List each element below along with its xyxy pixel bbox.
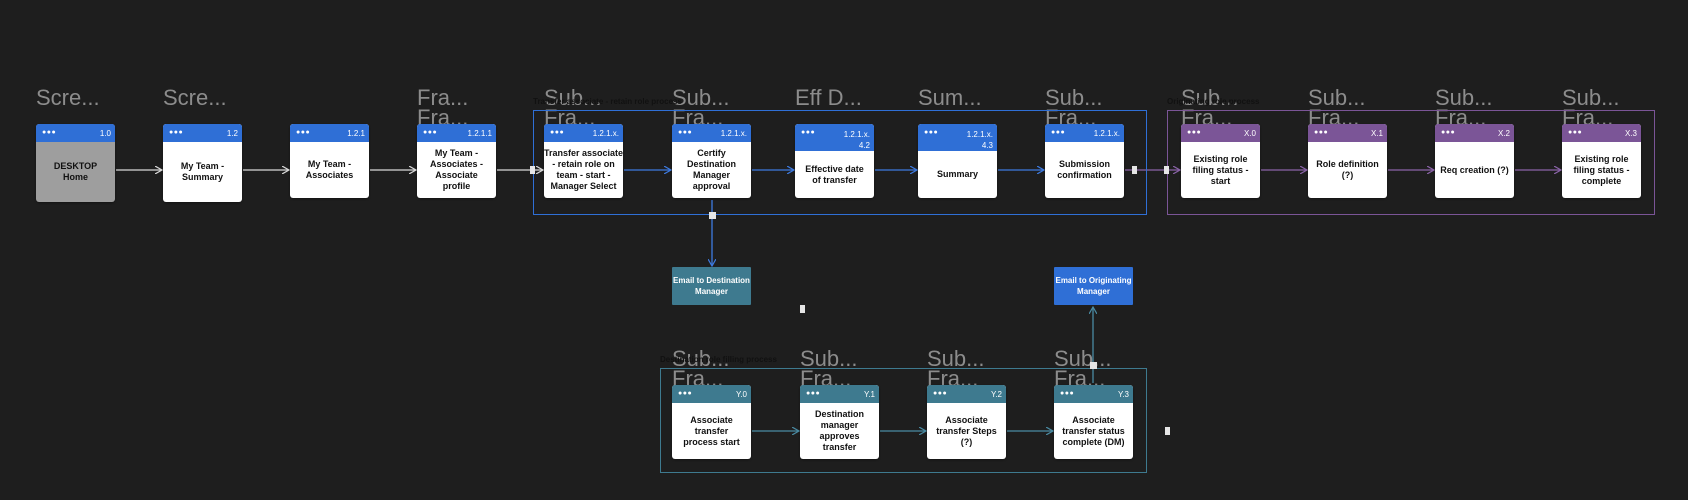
group-title-transfer: Transfer associate - retain role process: [533, 97, 682, 106]
screen-label: Associate transfer process start: [683, 414, 740, 447]
connector-handle[interactable]: [1132, 166, 1137, 174]
window-dots-icon: ●●●: [550, 129, 565, 136]
screen-number: Y.2: [991, 389, 1002, 399]
screen-label: Existing role filing status - complete: [1573, 153, 1630, 186]
screen-card-my-team-summary[interactable]: ●●● 1.2 My Team - Summary: [163, 124, 242, 202]
screen-card-existing-role-complete[interactable]: ●●● X.3 Existing role filing status - com…: [1562, 124, 1641, 198]
screen-number: 1.2.1.x.: [1093, 128, 1120, 138]
screen-card-submission-confirmation[interactable]: ●●● 1.2.1.x. Submission confirmation: [1045, 124, 1124, 198]
connector-handle[interactable]: [530, 166, 535, 174]
screen-label: Effective date of transfer: [805, 163, 864, 185]
frame-label: Scre...: [163, 85, 227, 110]
screen-number: 1.2: [226, 128, 238, 138]
frame-label: Eff D...: [795, 85, 862, 110]
screen-card-existing-role-start[interactable]: ●●● X.0 Existing role filing status - sta…: [1181, 124, 1260, 198]
email-destination-manager-node[interactable]: Email to Destination Manager: [672, 267, 751, 305]
screen-label: Existing role filing status - start: [1192, 153, 1249, 186]
screen-number: X.0: [1243, 128, 1256, 138]
screen-label: Associate transfer status complete (DM): [1062, 414, 1125, 447]
screen-card-transfer-start[interactable]: ●●● 1.2.1.x. Transfer associate - retain …: [544, 124, 623, 198]
screen-card-associate-profile[interactable]: ●●● 1.2.1.1 My Team - Associates - Associ…: [417, 124, 496, 198]
window-dots-icon: ●●●: [1568, 129, 1583, 136]
screen-number: X.1: [1370, 128, 1383, 138]
window-dots-icon: ●●●: [678, 129, 693, 136]
window-dots-icon: ●●●: [1060, 390, 1075, 397]
screen-card-role-definition[interactable]: ●●● X.1 Role definition (?): [1308, 124, 1387, 198]
screen-card-summary[interactable]: ●●● 1.2.1.x. 4.3 Summary: [918, 124, 997, 198]
screen-label: My Team - Associates - Associate profile: [429, 148, 484, 191]
screen-card-desktop-home[interactable]: ●●● 1.0 DESKTOP Home: [36, 124, 115, 202]
screen-card-transfer-steps[interactable]: ●●● Y.2 Associate transfer Steps (?): [927, 385, 1006, 459]
transfer-group-frame[interactable]: [533, 110, 1147, 215]
window-dots-icon: ●●●: [42, 129, 57, 136]
connector-handle[interactable]: [1090, 362, 1097, 369]
group-title-originating: Originating role process: [1167, 97, 1260, 106]
frame-label: Fra... Fra...: [417, 85, 469, 130]
screen-card-transfer-status-complete[interactable]: ●●● Y.3 Associate transfer status complet…: [1054, 385, 1133, 459]
screen-label: Certify Destination Manager approval: [686, 148, 736, 191]
window-dots-icon: ●●●: [169, 129, 184, 136]
frame-label: Scre...: [36, 85, 100, 110]
window-dots-icon: ●●●: [801, 129, 816, 136]
connector-handle[interactable]: [800, 305, 805, 313]
window-dots-icon: ●●●: [1441, 129, 1456, 136]
screen-label: Associate transfer Steps (?): [936, 414, 997, 447]
screen-number: 1.2.1.x. 4.2: [843, 130, 870, 150]
screen-number: X.3: [1624, 128, 1637, 138]
screen-card-effective-date[interactable]: ●●● 1.2.1.x. 4.2 Effective date of transf…: [795, 124, 874, 198]
window-dots-icon: ●●●: [1051, 129, 1066, 136]
group-title-destination: Destination role filling process: [660, 355, 777, 364]
screen-label: Destination manager approves transfer: [814, 409, 864, 452]
screen-label: My Team - Associates: [305, 159, 354, 180]
window-dots-icon: ●●●: [296, 129, 311, 136]
frame-label: Sum...: [918, 85, 982, 110]
window-dots-icon: ●●●: [806, 390, 821, 397]
window-dots-icon: ●●●: [678, 390, 693, 397]
screen-number: 1.2.1.x.: [720, 128, 747, 138]
connector-handle[interactable]: [709, 212, 716, 219]
screen-number: 1.2.1: [347, 128, 365, 138]
destination-group-frame[interactable]: [660, 368, 1147, 473]
screen-label: Summary: [936, 169, 979, 179]
screen-number: 1.2.1.1: [467, 128, 492, 138]
screen-label: My Team - Summary: [180, 161, 225, 182]
screen-card-destination-approves[interactable]: ●●● Y.1 Destination manager approves tran…: [800, 385, 879, 459]
screen-number: Y.1: [864, 389, 875, 399]
screen-card-req-creation[interactable]: ●●● X.2 Req creation (?): [1435, 124, 1514, 198]
screen-label: Role definition (?): [1316, 159, 1379, 180]
screen-number: 1.2.1.x. 4.3: [966, 130, 993, 150]
originating-group-frame[interactable]: [1167, 110, 1655, 215]
window-dots-icon: ●●●: [423, 129, 438, 136]
screen-number: Y.3: [1118, 389, 1129, 399]
screen-number: 1.2.1.x.: [592, 128, 619, 138]
screen-number: X.2: [1497, 128, 1510, 138]
screen-label: Req creation (?): [1440, 164, 1509, 175]
connector-handle[interactable]: [1165, 427, 1170, 435]
screen-card-transfer-process-start[interactable]: ●●● Y.0 Associate transfer process start: [672, 385, 751, 459]
screen-card-my-team-associates[interactable]: ●●● 1.2.1 My Team - Associates: [290, 124, 369, 198]
screen-label: DESKTOP Home: [53, 161, 98, 182]
screen-card-certify-destination[interactable]: ●●● 1.2.1.x. Certify Destination Manager …: [672, 124, 751, 198]
screen-number: Y.0: [736, 389, 747, 399]
window-dots-icon: ●●●: [1187, 129, 1202, 136]
window-dots-icon: ●●●: [1314, 129, 1329, 136]
connector-handle[interactable]: [1164, 166, 1169, 174]
screen-number: 1.0: [99, 128, 111, 138]
screen-label: Submission confirmation: [1057, 159, 1112, 180]
window-dots-icon: ●●●: [924, 129, 939, 136]
window-dots-icon: ●●●: [933, 390, 948, 397]
email-originating-manager-node[interactable]: Email to Originating Manager: [1054, 267, 1133, 305]
screen-label: Transfer associate - retain role on team…: [544, 148, 623, 191]
